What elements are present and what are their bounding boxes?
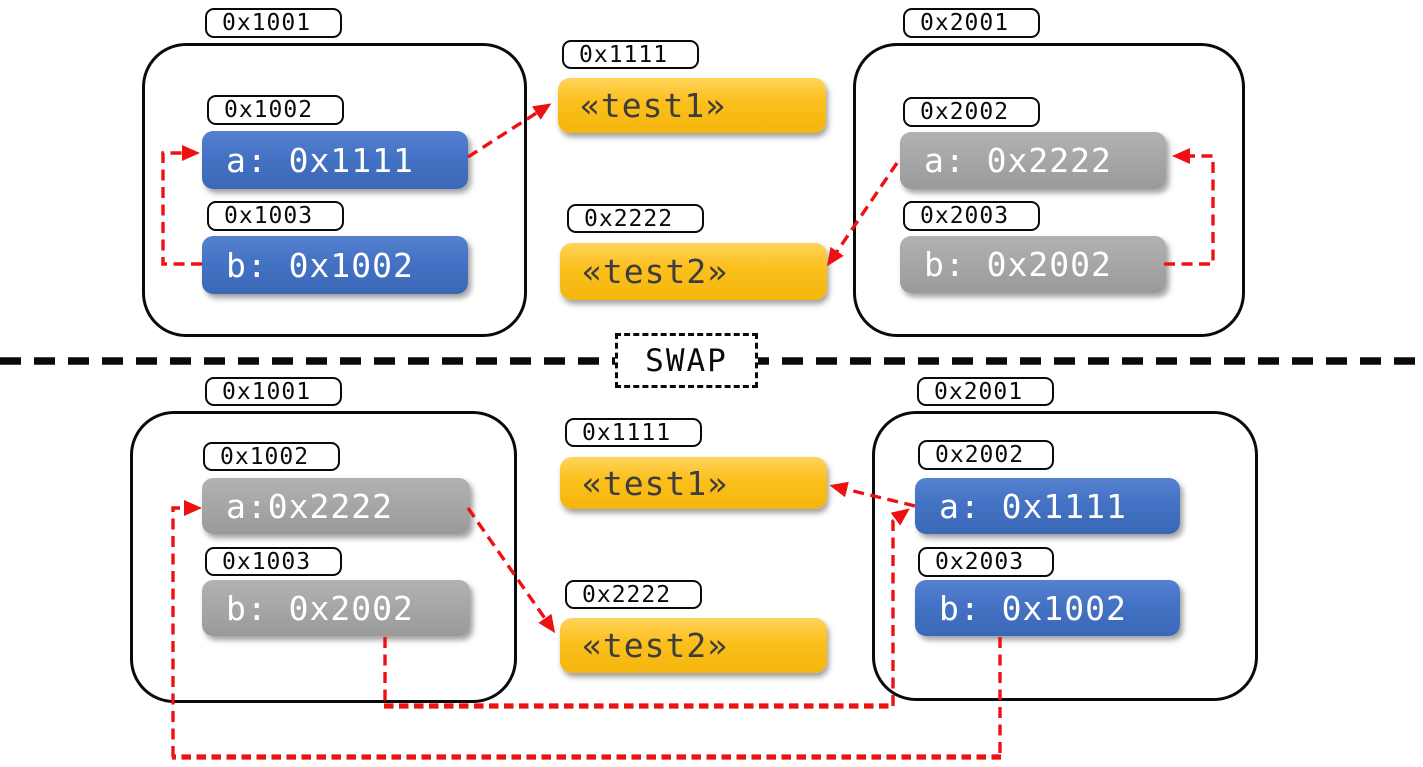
address-tag-after-string2: 0x2222 [565,580,702,609]
var-slot-before-right-a: a: 0x2222 [900,132,1166,189]
var-slot-after-right-a: a: 0x1111 [915,478,1180,534]
string-box-after-test2: «test2» [560,618,827,673]
swap-label-box: SWAP [615,333,758,388]
var-slot-before-left-a: a: 0x1111 [202,131,468,189]
address-tag-before-right-b: 0x2003 [903,201,1040,231]
address-tag-before-left-b: 0x1003 [207,201,344,231]
address-tag-after-string1: 0x1111 [565,418,702,447]
address-tag-before-string1: 0x1111 [562,40,699,69]
address-tag-after-left-b: 0x1003 [205,547,342,576]
address-tag-before-left-panel: 0x1001 [205,8,342,38]
address-tag-before-string2: 0x2222 [567,204,704,233]
address-tag-after-right-panel: 0x2001 [917,377,1054,406]
address-tag-after-left-a: 0x1002 [203,442,340,471]
address-tag-before-left-a: 0x1002 [207,95,344,125]
address-tag-after-right-a: 0x2002 [918,440,1054,470]
string-box-before-test2: «test2» [560,243,827,300]
var-slot-after-left-a: a:0x2222 [202,478,470,534]
var-slot-after-left-b: b: 0x2002 [202,580,470,636]
address-tag-before-right-a: 0x2002 [903,97,1040,127]
address-tag-after-left-panel: 0x1001 [205,377,342,406]
address-tag-before-right-panel: 0x2001 [903,8,1040,38]
var-slot-before-right-b: b: 0x2002 [900,236,1166,293]
string-box-before-test1: «test1» [558,78,826,133]
address-tag-after-right-b: 0x2003 [918,547,1054,577]
string-box-after-test1: «test1» [560,457,827,509]
var-slot-before-left-b: b: 0x1002 [202,236,468,294]
var-slot-after-right-b: b: 0x1002 [915,580,1180,636]
